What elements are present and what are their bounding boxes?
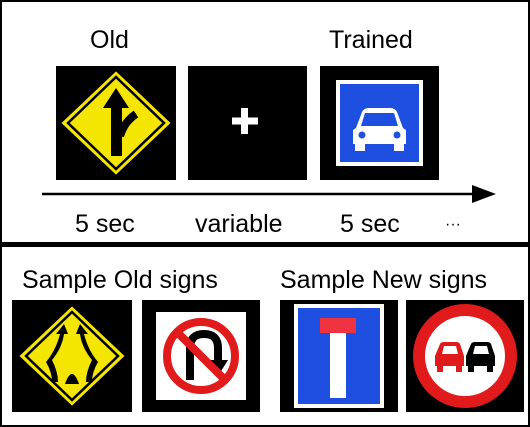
sample-new-label: Sample New signs <box>280 266 488 294</box>
merge-warning-sign-panel <box>56 66 176 180</box>
motorway-car-sign-panel <box>320 66 439 180</box>
divided-road-warning-sign-icon <box>16 303 128 409</box>
header-trained: Trained <box>329 26 413 54</box>
merge-warning-sign-icon <box>58 68 174 178</box>
sample-old-label: Sample Old signs <box>22 266 218 294</box>
dead-end-sign-icon <box>294 304 384 408</box>
duration-old: 5 sec <box>75 210 135 238</box>
no-overtaking-sign-icon <box>413 304 517 408</box>
no-u-turn-sign-panel <box>142 300 260 412</box>
duration-trained: 5 sec <box>340 210 400 238</box>
duration-fixation: variable <box>195 210 283 238</box>
no-u-turn-sign-icon <box>156 312 246 400</box>
fixation-cross-icon <box>232 108 258 134</box>
header-old: Old <box>90 26 129 54</box>
divided-road-warning-sign-panel <box>12 300 132 412</box>
no-overtaking-sign-panel <box>406 300 524 412</box>
continuation-ellipsis: ··· <box>445 216 461 233</box>
dead-end-sign-panel <box>280 300 398 412</box>
timeline-arrow <box>42 185 496 203</box>
fixation-cross-panel <box>188 66 307 180</box>
section-divider <box>2 242 528 247</box>
motorway-car-sign-icon <box>336 80 423 166</box>
